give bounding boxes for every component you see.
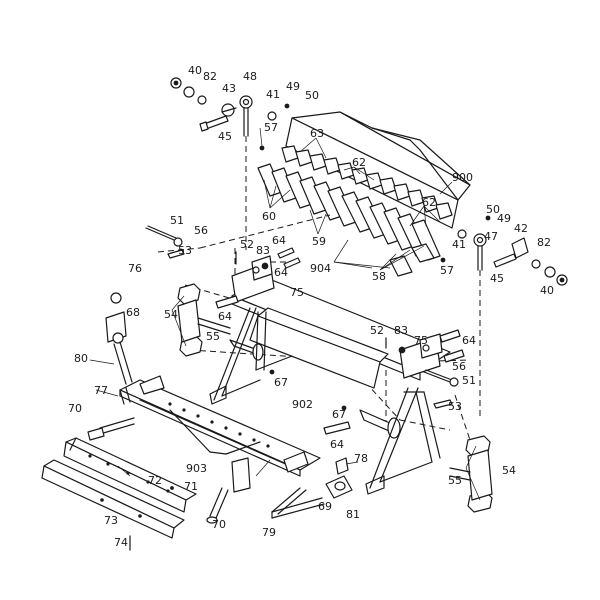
label-79: 79 (262, 526, 276, 539)
label-56: 56 (194, 224, 208, 237)
label-73: 73 (104, 514, 118, 527)
finger-blocks-63 (281, 145, 453, 220)
main-frame-902 (209, 255, 451, 495)
label-43: 43 (222, 82, 236, 95)
label-50: 50 (305, 89, 319, 102)
label-64e: 64 (330, 438, 344, 451)
label-57b: 57 (440, 264, 454, 277)
label-48: 48 (243, 70, 257, 83)
label-56b: 56 (452, 360, 466, 373)
label-41: 41 (266, 88, 280, 101)
label-52: 52 (240, 238, 254, 251)
label-903: 903 (186, 462, 207, 475)
label-57: 57 (264, 121, 278, 134)
label-53b: 53 (448, 400, 462, 413)
label-42: 42 (514, 222, 528, 235)
label-47: 47 (484, 230, 498, 243)
label-69: 69 (318, 500, 332, 513)
label-45: 45 (218, 130, 232, 143)
leader-lines (89, 127, 481, 501)
fingers-60 (257, 163, 441, 261)
part-number-labels: 40 82 48 43 41 49 50 45 57 63 62 900 60 … (68, 64, 554, 549)
label-63: 63 (310, 127, 324, 140)
label-71: 71 (184, 480, 198, 493)
label-72: 72 (148, 474, 162, 487)
label-62b: 62 (422, 196, 436, 209)
label-82b: 82 (537, 236, 551, 249)
label-902: 902 (292, 398, 313, 411)
label-67b: 67 (332, 408, 346, 421)
label-76: 76 (128, 262, 142, 275)
label-77: 77 (94, 384, 108, 397)
label-54b: 54 (502, 464, 516, 477)
label-83b: 83 (394, 324, 408, 337)
label-41b: 41 (452, 238, 466, 251)
label-59: 59 (312, 235, 326, 248)
label-70b: 70 (212, 518, 226, 531)
label-78: 78 (354, 452, 368, 465)
label-64b: 64 (274, 266, 288, 279)
label-83: 83 (256, 244, 270, 257)
bolts-64 (145, 225, 465, 435)
label-52b: 52 (370, 324, 384, 337)
label-80: 80 (74, 352, 88, 365)
linkage-68-80 (105, 292, 133, 385)
label-75: 75 (290, 286, 304, 299)
pedal-bar-903 (87, 375, 321, 524)
label-900: 900 (452, 171, 473, 184)
label-54: 54 (164, 308, 178, 321)
label-49b: 49 (497, 212, 511, 225)
right-nuts-54 (449, 435, 493, 513)
label-49: 49 (286, 80, 300, 93)
label-40b: 40 (540, 284, 554, 297)
label-53: 53 (178, 244, 192, 257)
label-55b: 55 (448, 474, 462, 487)
label-50b: 50 (486, 203, 500, 216)
label-40: 40 (188, 64, 202, 77)
left-nuts-54 (177, 283, 231, 357)
label-64: 64 (272, 234, 286, 247)
left-top-hardware (170, 77, 290, 151)
label-60: 60 (262, 210, 276, 223)
label-51: 51 (170, 214, 184, 227)
label-74: 74 (114, 536, 128, 549)
label-82: 82 (203, 70, 217, 83)
label-45b: 45 (490, 272, 504, 285)
label-55: 55 (206, 330, 220, 343)
label-81: 81 (346, 508, 360, 521)
label-62: 62 (352, 156, 366, 169)
label-67: 67 (274, 376, 288, 389)
pedal-rod-69 (271, 457, 353, 519)
label-75b: 75 (414, 334, 428, 347)
angle-bar-72 (41, 437, 197, 551)
label-51b: 51 (462, 374, 476, 387)
label-64c: 64 (218, 310, 232, 323)
right-top-hardware (440, 215, 568, 286)
finger-beam-assembly-900 (257, 111, 471, 277)
label-64d: 64 (462, 334, 476, 347)
label-70: 70 (68, 402, 82, 415)
label-68: 68 (126, 306, 140, 319)
label-904: 904 (310, 262, 331, 275)
label-58: 58 (372, 270, 386, 283)
